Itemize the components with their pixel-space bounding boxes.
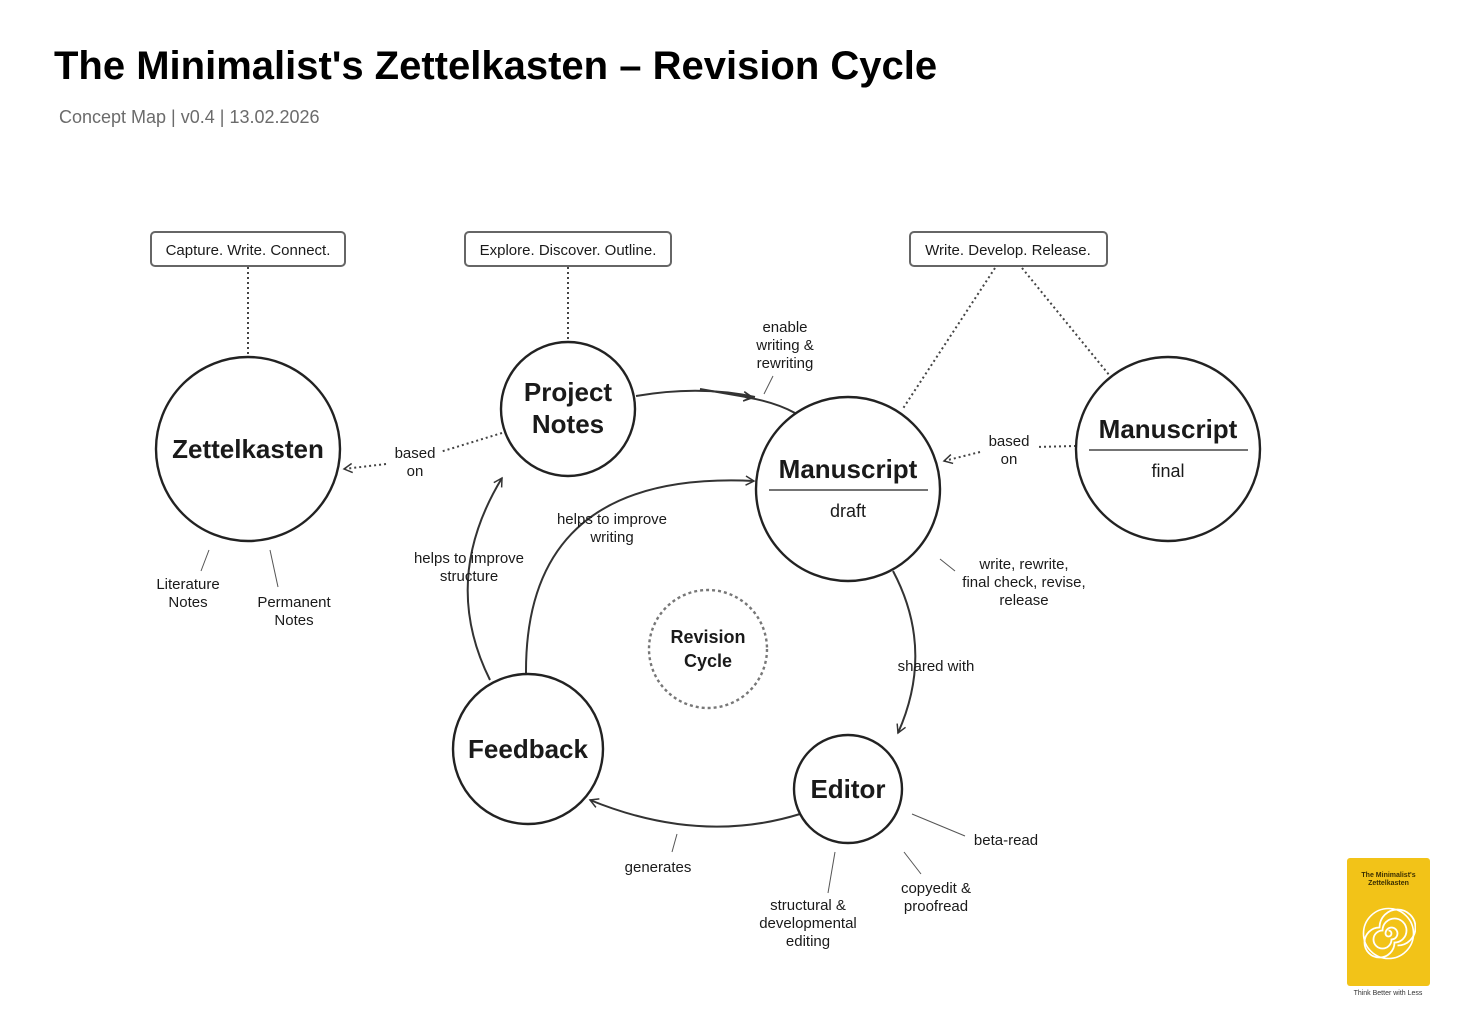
label-write-rewrite-1: write, rewrite,	[978, 556, 1068, 573]
label-improve-writing-1: helps to improve	[557, 511, 667, 528]
node-zettelkasten-label: Zettelkasten	[172, 434, 324, 464]
node-manuscript-draft: Manuscript draft	[754, 395, 942, 583]
tag-link-manuscript-draft	[901, 267, 996, 411]
edge-feedback-to-manuscript	[524, 475, 756, 674]
edge-project-to-manuscript-arc	[744, 396, 796, 414]
leader-permanent	[269, 549, 279, 588]
label-based-on-right-2: on	[1001, 451, 1018, 468]
edge-final-to-draft	[1035, 445, 1077, 448]
node-zettelkasten: Zettelkasten	[154, 355, 342, 543]
tag-project-notes-text: Explore. Discover. Outline.	[480, 242, 657, 259]
leader-beta-read	[911, 813, 966, 837]
label-beta-read: beta-read	[974, 832, 1038, 849]
node-feedback: Feedback	[451, 672, 605, 826]
book-cover-title-2: Zettelkasten	[1368, 880, 1409, 887]
label-structural-3: editing	[786, 933, 830, 950]
node-manuscript-final-sub: final	[1151, 461, 1184, 481]
edge-editor-to-feedback	[588, 798, 801, 828]
tag-manuscript: Write. Develop. Release.	[909, 231, 1108, 267]
label-based-on-left-1: based	[395, 445, 436, 462]
label-based-on-left-2: on	[407, 463, 424, 480]
node-manuscript-final: Manuscript final	[1074, 355, 1262, 543]
leader-structural	[827, 851, 836, 894]
leader-write-rewrite	[939, 558, 956, 572]
node-revision-cycle-label-1: Revision	[670, 627, 745, 647]
node-editor-label: Editor	[810, 774, 885, 804]
tag-zettelkasten: Capture. Write. Connect.	[150, 231, 346, 267]
node-manuscript-draft-title: Manuscript	[779, 454, 918, 484]
node-manuscript-final-title: Manuscript	[1099, 414, 1238, 444]
node-project-notes-label-1: Project	[524, 377, 612, 407]
edge-feedback-to-project	[466, 476, 503, 681]
book-tagline: Think Better with Less	[1353, 990, 1423, 997]
tag-manuscript-text: Write. Develop. Release.	[925, 242, 1091, 259]
label-literature-1: Literature	[156, 576, 219, 593]
tag-zettelkasten-text: Capture. Write. Connect.	[166, 242, 331, 259]
node-project-notes: Project Notes	[499, 340, 637, 478]
label-structural-1: structural &	[770, 897, 846, 914]
edge-project-manuscript-arrow	[699, 388, 754, 402]
label-based-on-right-1: based	[989, 433, 1030, 450]
label-improve-writing-2: writing	[589, 529, 633, 546]
edge-project-to-zettelkasten-tail	[342, 462, 387, 474]
label-enable-3: rewriting	[757, 355, 814, 372]
edge-final-to-draft-tail	[942, 451, 981, 465]
swirl-icon	[1362, 907, 1416, 960]
node-feedback-label: Feedback	[468, 734, 588, 764]
leader-copyedit	[903, 851, 922, 875]
label-literature-2: Notes	[168, 594, 207, 611]
leader-generates	[671, 833, 678, 853]
label-enable-2: writing &	[755, 337, 814, 354]
leader-enable	[763, 375, 774, 395]
label-write-rewrite-3: release	[999, 592, 1048, 609]
label-copyedit-2: proofread	[904, 898, 968, 915]
label-permanent-2: Notes	[274, 612, 313, 629]
page-subtitle: Concept Map | v0.4 | 13.02.2026	[59, 107, 320, 127]
leader-literature	[200, 549, 210, 572]
label-enable-1: enable	[762, 319, 807, 336]
node-project-notes-label-2: Notes	[532, 409, 604, 439]
label-permanent-1: Permanent	[257, 594, 331, 611]
book-cover-title: The Minimalist's Zettelkasten	[1347, 872, 1430, 888]
tag-link-manuscript-final	[1021, 267, 1111, 377]
book-cover-title-1: The Minimalist's	[1361, 872, 1416, 879]
label-generates: generates	[625, 859, 692, 876]
node-revision-cycle: Revision Cycle	[647, 588, 769, 710]
node-revision-cycle-label-2: Cycle	[684, 651, 732, 671]
edge-manuscript-to-editor	[892, 570, 917, 735]
label-improve-structure-2: structure	[440, 568, 498, 585]
book-cover-image: The Minimalist's Zettelkasten	[1347, 858, 1430, 986]
label-structural-2: developmental	[759, 915, 857, 932]
label-improve-structure-1: helps to improve	[414, 550, 524, 567]
node-editor: Editor	[792, 733, 904, 845]
edge-project-to-zettelkasten	[439, 432, 503, 453]
page-title: The Minimalist's Zettelkasten – Revision…	[54, 44, 938, 88]
label-shared-with: shared with	[898, 658, 975, 675]
node-manuscript-draft-sub: draft	[830, 501, 866, 521]
tag-project-notes: Explore. Discover. Outline.	[464, 231, 672, 267]
label-copyedit-1: copyedit &	[901, 880, 971, 897]
label-write-rewrite-2: final check, revise,	[962, 574, 1085, 591]
